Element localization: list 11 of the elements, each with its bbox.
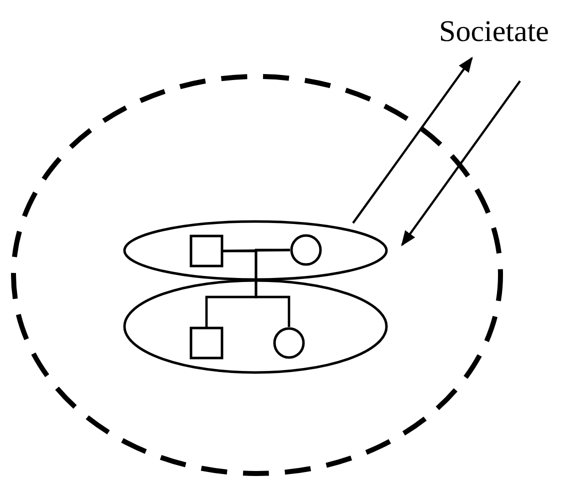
dashed-ellipse-outline [12,75,502,475]
square-symbol [190,327,223,359]
arrow [352,56,473,224]
ellipse-outline [123,220,388,281]
connector-line [254,248,290,327]
circle-symbol [273,327,305,359]
ellipse-outline [123,279,388,374]
label-text: Societate [415,12,573,52]
square-symbol [190,235,223,267]
arrow [401,80,521,246]
circle-symbol [290,234,322,266]
